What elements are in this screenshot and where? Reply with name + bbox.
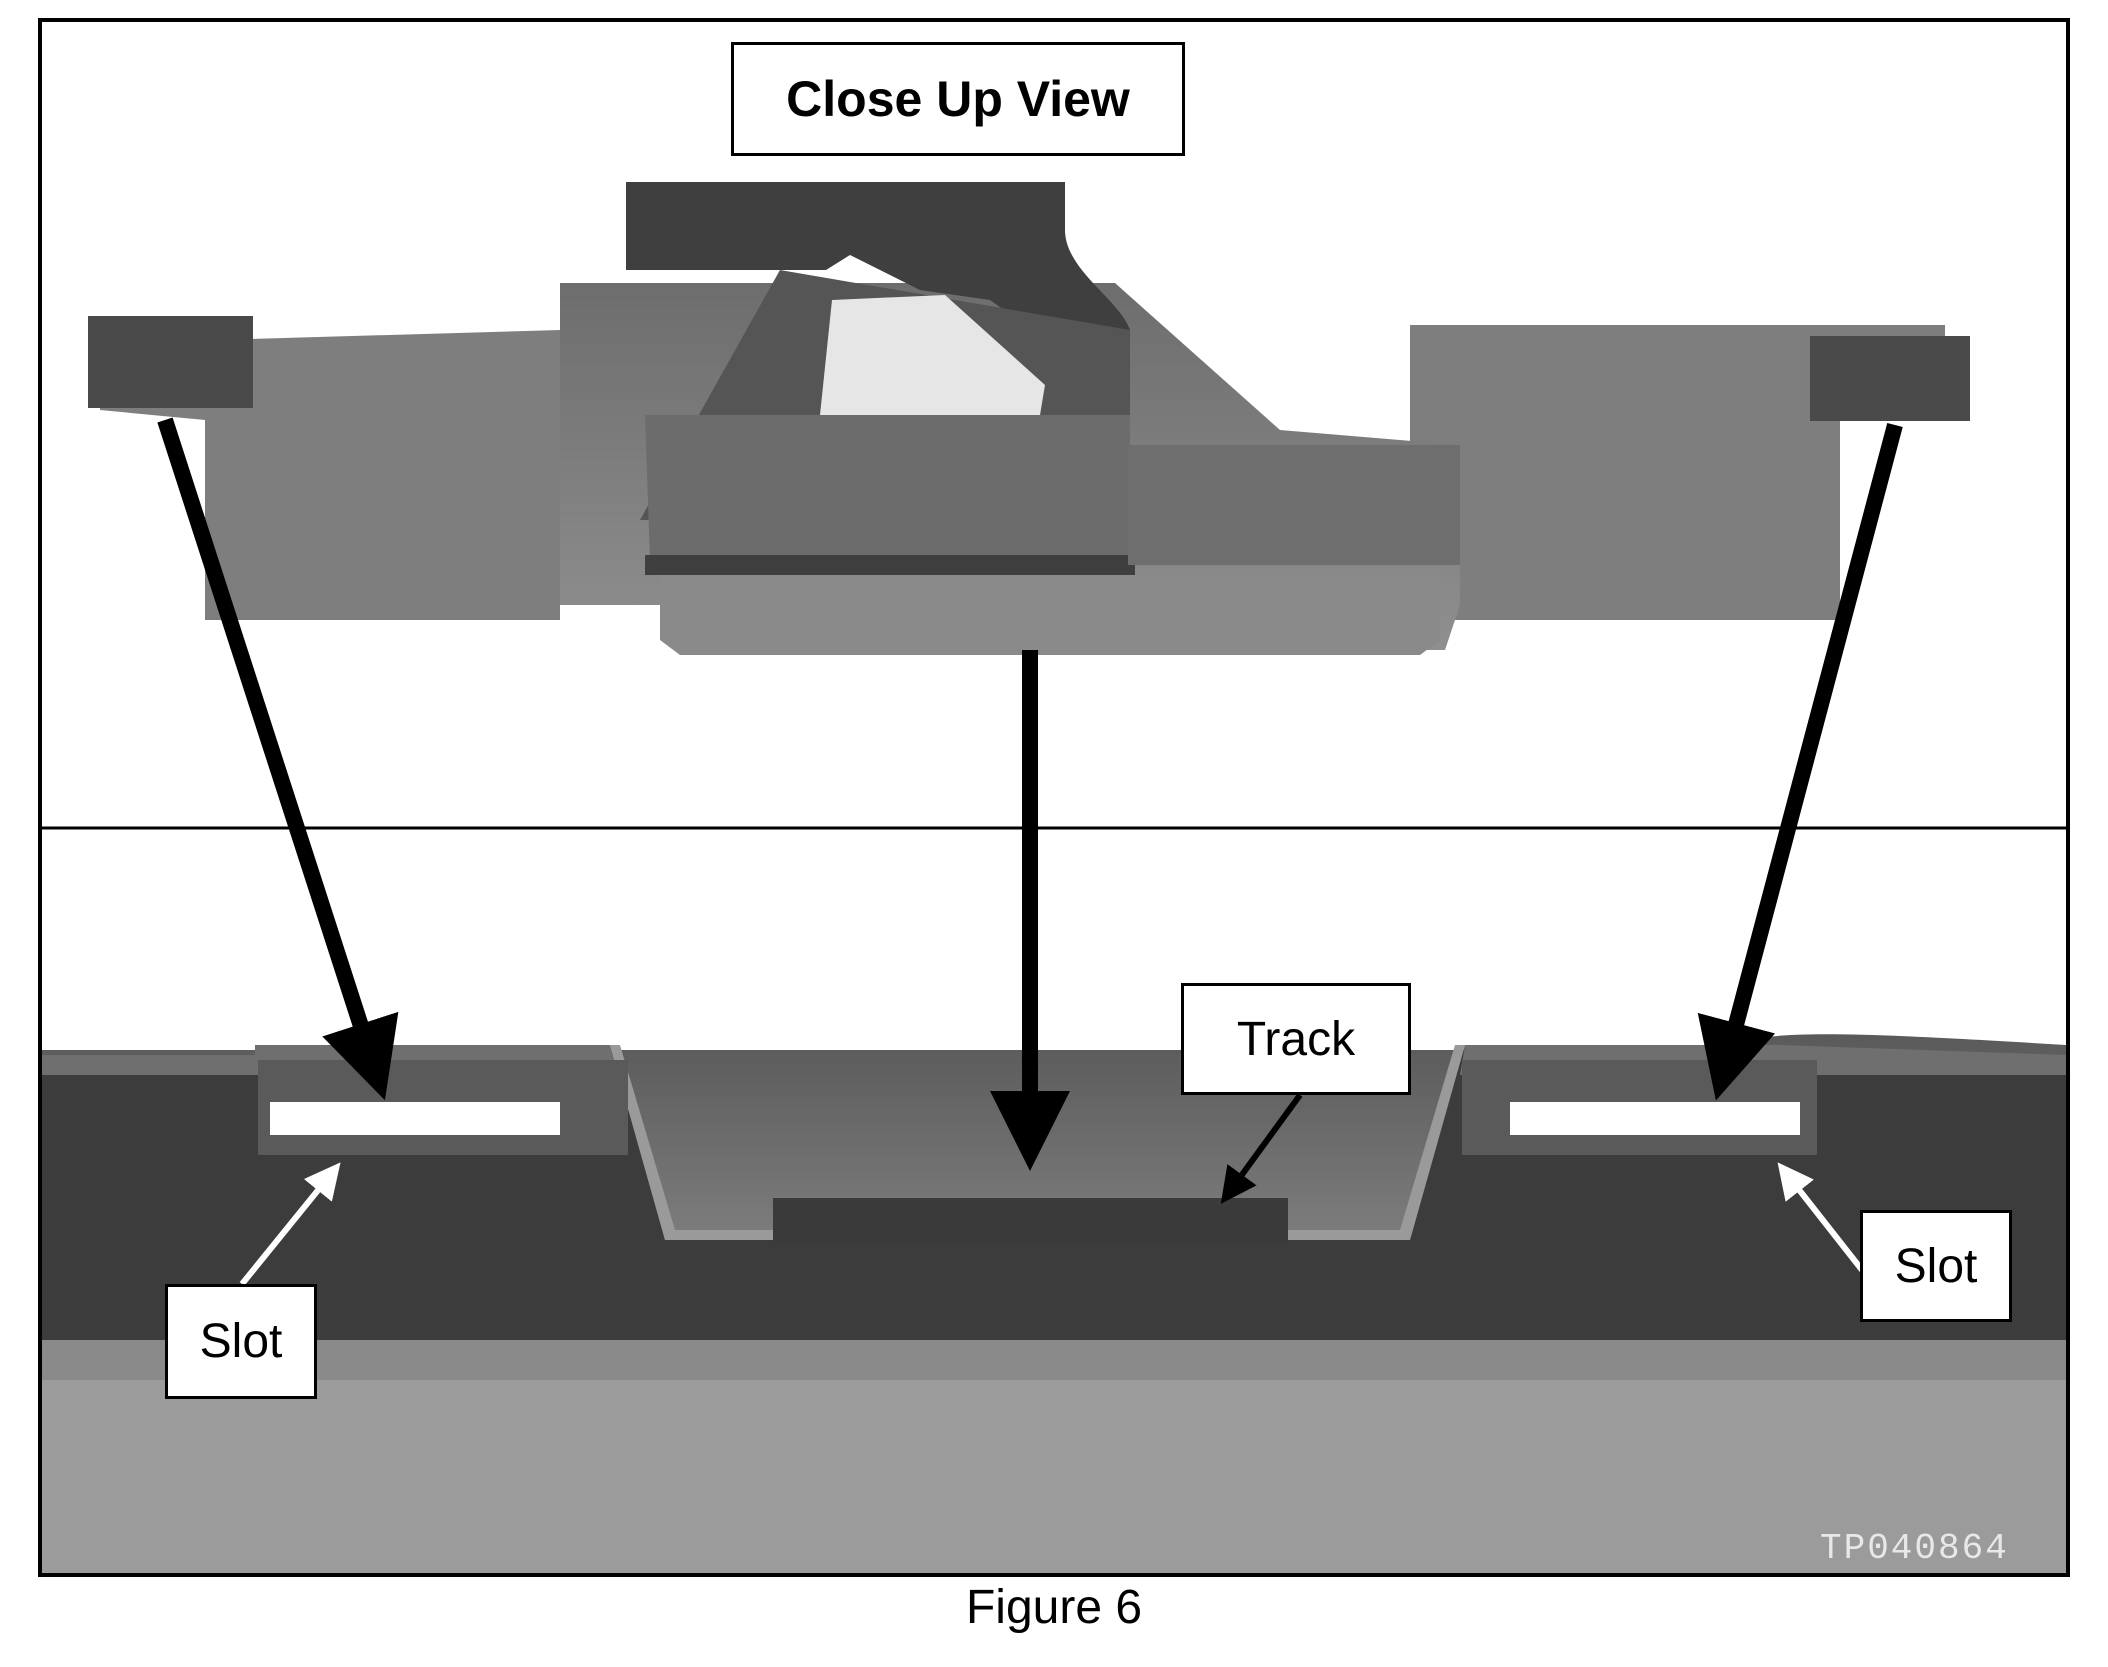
figure-caption: Figure 6 bbox=[965, 1581, 1143, 1634]
fit-arrows bbox=[157, 417, 1903, 1171]
slot-right bbox=[1462, 1060, 1817, 1155]
slot-right-label: Slot bbox=[1860, 1210, 2012, 1322]
slot-right-pointer bbox=[1777, 1162, 1865, 1272]
title-box: Close Up View bbox=[731, 42, 1185, 156]
track bbox=[773, 1198, 1288, 1243]
arrow-right bbox=[1697, 422, 1903, 1101]
track-label: Track bbox=[1181, 983, 1411, 1095]
slot-left bbox=[258, 1060, 628, 1155]
slot-left-pointer bbox=[239, 1162, 341, 1286]
arrow-left bbox=[157, 417, 399, 1101]
clip-part bbox=[88, 182, 1970, 655]
image-code: TP040864 bbox=[1820, 1528, 2009, 1569]
track-pointer bbox=[1220, 1093, 1303, 1204]
slot-left-label: Slot bbox=[165, 1284, 317, 1399]
